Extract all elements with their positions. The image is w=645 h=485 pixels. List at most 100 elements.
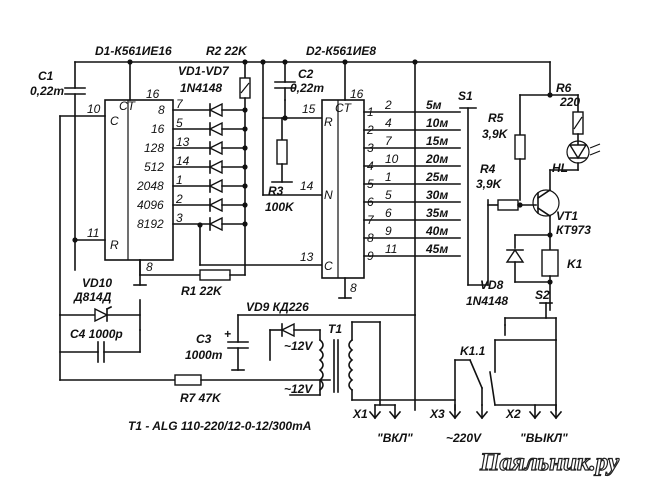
d2-output-time[interactable]: 40м <box>425 224 448 238</box>
d1-output-pin: 2 <box>175 192 183 206</box>
x1-label: X1 <box>352 407 368 421</box>
diode-vd <box>208 121 248 137</box>
vd8-label: VD8 <box>480 278 504 292</box>
terminal-x2[interactable] <box>528 404 563 420</box>
r6-value: 220 <box>559 95 580 109</box>
relay-contact-k11 <box>414 314 557 411</box>
d1-output-bit: 2048 <box>136 179 164 193</box>
vd10-value: Д814Д <box>73 290 112 304</box>
d1-output-pin: 14 <box>176 154 190 168</box>
zener-vd10 <box>59 299 141 331</box>
d1-output-pin: 13 <box>176 135 190 149</box>
d1-output-pin: 5 <box>176 116 183 130</box>
d2-output-time[interactable]: 20м <box>425 152 448 166</box>
vt1-type: КТ973 <box>556 223 591 237</box>
d1-output-bit: 8 <box>158 103 165 117</box>
d1-output-bit: 16 <box>151 122 165 136</box>
r1-label: R1 22K <box>181 284 223 298</box>
d2-output-pin: 10 <box>385 152 399 166</box>
watermark: Паяльник.ру <box>479 449 620 476</box>
r3-label: R3 <box>268 184 284 198</box>
vt1-label: VT1 <box>556 209 578 223</box>
terminal-x1[interactable] <box>368 404 402 420</box>
d1-pin10: 10 <box>87 102 101 116</box>
d1-r: R <box>110 238 119 252</box>
capacitor-c2 <box>274 61 296 101</box>
vd1-vd7-label: VD1-VD7 <box>178 64 230 78</box>
vd10-label: VD10 <box>82 276 112 290</box>
switch-s1[interactable] <box>459 107 489 286</box>
resistor-r1 <box>59 115 323 316</box>
d2-output-pin: 4 <box>385 116 392 130</box>
r4-value: 3,9K <box>476 177 503 191</box>
d2-output-time[interactable]: 10м <box>426 116 448 130</box>
d1-label: D1-К561ИЕ16 <box>95 44 172 58</box>
d2-n: N <box>324 188 333 202</box>
resistor-r7 <box>59 374 331 386</box>
d2-output-time[interactable]: 15м <box>426 134 448 148</box>
d2-ct: CT <box>335 101 353 115</box>
d1-output-bit: 128 <box>144 141 164 155</box>
c3-value: 1000m <box>185 348 223 362</box>
d2-output-time[interactable]: 30м <box>426 188 448 202</box>
d2-output-time[interactable]: 5м <box>426 98 442 112</box>
x3-label: X3 <box>429 407 445 421</box>
k11-label: K1.1 <box>460 344 486 358</box>
d1-pin11: 11 <box>87 226 99 240</box>
terminal-x3[interactable] <box>448 404 489 420</box>
d1-pin16: 16 <box>146 87 160 101</box>
d2-r: R <box>324 115 333 129</box>
c1-value: 0,22m <box>30 84 64 98</box>
diode-vd <box>208 197 248 213</box>
d1-output-bit: 512 <box>144 160 164 174</box>
d2-pin14: 14 <box>300 179 314 193</box>
d2-output-pin: 5 <box>385 188 392 202</box>
d2-output-pin: 7 <box>385 134 393 148</box>
d1-output-pin: 3 <box>176 211 183 225</box>
d2-c: C <box>324 259 333 273</box>
vd8-value: 1N4148 <box>466 294 508 308</box>
vd1-vd7-value: 1N4148 <box>180 81 222 95</box>
t1-spec: T1 - ALG 110-220/12-0-12/300mA <box>128 419 311 433</box>
r7-label: R7 47K <box>180 391 222 405</box>
transformer-t1 <box>289 321 456 406</box>
d1-ct: CT <box>119 99 137 113</box>
capacitor-c4 <box>59 314 141 381</box>
switch-s2[interactable] <box>504 302 557 341</box>
diodes-vd1-vd7 <box>208 102 248 232</box>
hl-label: HL <box>552 161 568 175</box>
d2-output-pin: 9 <box>385 224 392 238</box>
terminals <box>368 404 563 420</box>
d2-output-time[interactable]: 35м <box>426 206 448 220</box>
diode-vd <box>208 159 248 175</box>
capacitor-c3 <box>227 314 416 371</box>
v220-label: ~220V <box>446 431 482 445</box>
chip-d1 <box>59 61 174 286</box>
d2-pin15: 15 <box>302 102 316 116</box>
vkl-label: "ВКЛ" <box>377 431 413 445</box>
d2-label: D2-К561ИЕ8 <box>306 44 376 58</box>
d2-output-time[interactable]: 45м <box>425 242 448 256</box>
d2-output-pin: 11 <box>385 242 397 256</box>
diode-vd <box>208 216 248 232</box>
t1-label: T1 <box>328 322 342 336</box>
resistor-r2 <box>239 61 251 276</box>
d2-output-time[interactable]: 25м <box>425 170 448 184</box>
right-power-branch <box>414 61 601 316</box>
c2-value: 0,22m <box>290 81 324 95</box>
d1-output-pin: 7 <box>176 97 184 111</box>
d1-output-pin: 1 <box>176 173 183 187</box>
v12-upper: ~12V <box>284 339 313 353</box>
k1-label: K1 <box>567 257 583 271</box>
d2-output-pin: 1 <box>385 170 392 184</box>
c4-label: C4 1000p <box>70 327 123 341</box>
d1-pin8: 8 <box>146 260 153 274</box>
vd9-label: VD9 КД226 <box>246 300 309 314</box>
diode-vd <box>208 140 248 156</box>
top-supply-rail <box>74 59 551 65</box>
chip-d2 <box>321 61 365 299</box>
c3-plus: + <box>224 327 231 341</box>
d2-output-pin: 2 <box>384 98 392 112</box>
